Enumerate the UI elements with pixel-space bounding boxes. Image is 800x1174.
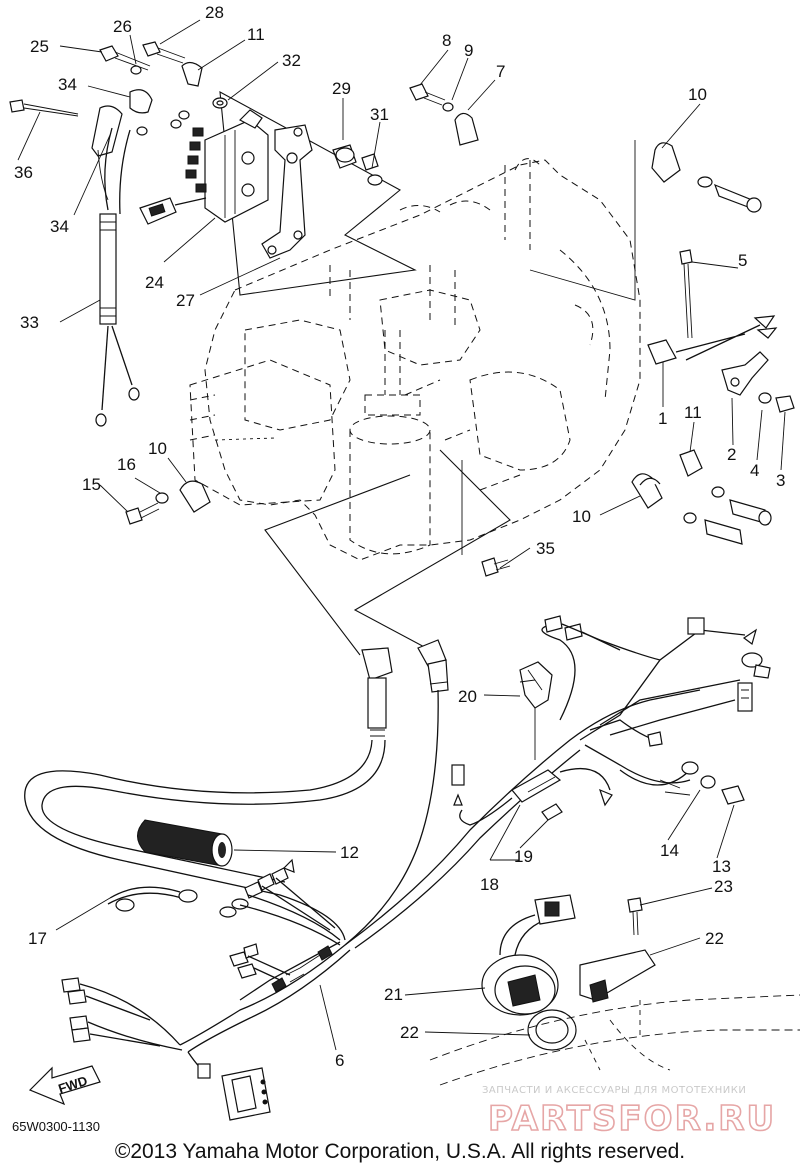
ground-cable-17 [107, 886, 198, 912]
lower-plug-caps [361, 639, 465, 786]
callout-9: 9 [464, 41, 473, 60]
grommet-and-collar [332, 144, 383, 186]
callout-25: 24 [145, 273, 164, 292]
callout-21: 21 [384, 985, 403, 1004]
leader-bracket-right [529, 140, 636, 301]
callout-11-top: 11 [247, 25, 265, 44]
callout-12: 12 [340, 843, 359, 862]
callout-labels: 28 26 11 25 32 34 29 31 8 9 7 10 36 34 2… [14, 3, 785, 1070]
callout-32: 32 [282, 51, 301, 70]
callout-5: 5 [738, 251, 747, 270]
callout-33: 33 [20, 313, 39, 332]
cable-tie-right [679, 249, 693, 339]
callout-15: 15 [82, 475, 101, 494]
clamp-left-lower [125, 480, 211, 525]
callout-35: 35 [536, 539, 555, 558]
callout-10-right: 10 [572, 507, 591, 526]
callout-22: 22 [400, 1023, 419, 1042]
ignition-lead [95, 127, 140, 427]
clamp-right-middle [679, 449, 772, 545]
callout-29: 29 [332, 79, 351, 98]
callout-11-right: 11 [684, 403, 702, 422]
callout-28: 27 [176, 291, 195, 310]
leader-right-cap [353, 449, 511, 651]
watermark: ЗАПЧАСТИ И АКСЕССУАРЫ ДЛЯ МОТОТЕХНИКИ PA… [482, 1085, 776, 1140]
sensor-right [647, 315, 778, 365]
callout-14: 14 [660, 841, 679, 860]
callout-34-left: 34 [50, 217, 69, 236]
starter-motor [349, 330, 431, 555]
callout-3: 3 [776, 471, 785, 490]
leader-left-cap [264, 474, 411, 656]
main-harness [24, 615, 771, 1053]
callout-8: 8 [442, 31, 451, 50]
bolt-washer-clamp-top [409, 83, 479, 146]
harness-terminals [61, 858, 341, 1121]
callout-2: 2 [727, 445, 736, 464]
callout-27: 26 [113, 17, 132, 36]
switch-assembly [481, 894, 656, 1051]
clamp-top-right [651, 142, 762, 213]
callout-10-top: 10 [688, 85, 707, 104]
cdi-unit [139, 109, 269, 225]
callout-16: 16 [117, 455, 136, 474]
callout-18: 18 [480, 875, 499, 894]
callout-17: 17 [28, 929, 47, 948]
fwd-arrow: FWD [28, 1065, 101, 1106]
clamp-right-lower [631, 473, 663, 509]
callout-23: 22 [705, 929, 724, 948]
callout-1: 1 [658, 409, 667, 428]
callout-26: 25 [30, 37, 49, 56]
engine-block-outline [204, 158, 641, 561]
callout-20: 20 [458, 687, 477, 706]
callout-19: 19 [514, 847, 533, 866]
callout-31: 28 [205, 3, 224, 22]
callout-36: 36 [14, 163, 33, 182]
drawing-code: 65W0300-1130 [12, 1119, 100, 1134]
watermark-site: PARTSFOR.RU [488, 1099, 776, 1139]
cowling-lines [429, 994, 800, 1086]
plate-washer-bolt-right [721, 351, 795, 413]
callout-4: 4 [750, 461, 759, 480]
left-electrical-box [189, 359, 336, 506]
callout-24: 23 [714, 877, 733, 896]
callout-10-left: 10 [148, 439, 167, 458]
copyright-notice: ©2013 Yamaha Motor Corporation, U.S.A. A… [114, 1140, 686, 1163]
watermark-caption: ЗАПЧАСТИ И АКСЕССУАРЫ ДЛЯ МОТОТЕХНИКИ [482, 1085, 746, 1096]
bracket-plate [261, 124, 313, 259]
leader-lines [17, 19, 786, 1051]
group-outline [219, 91, 417, 296]
callout-6: 6 [335, 1051, 344, 1070]
fasteners-top-left [99, 41, 228, 136]
callout-13: 13 [712, 857, 731, 876]
callout-7: 7 [496, 62, 505, 81]
tube-12 [137, 819, 233, 867]
callout-34-top: 34 [58, 75, 77, 94]
bolt-35 [481, 557, 511, 577]
plug-caps [9, 89, 153, 201]
callout-30: 31 [370, 105, 389, 124]
